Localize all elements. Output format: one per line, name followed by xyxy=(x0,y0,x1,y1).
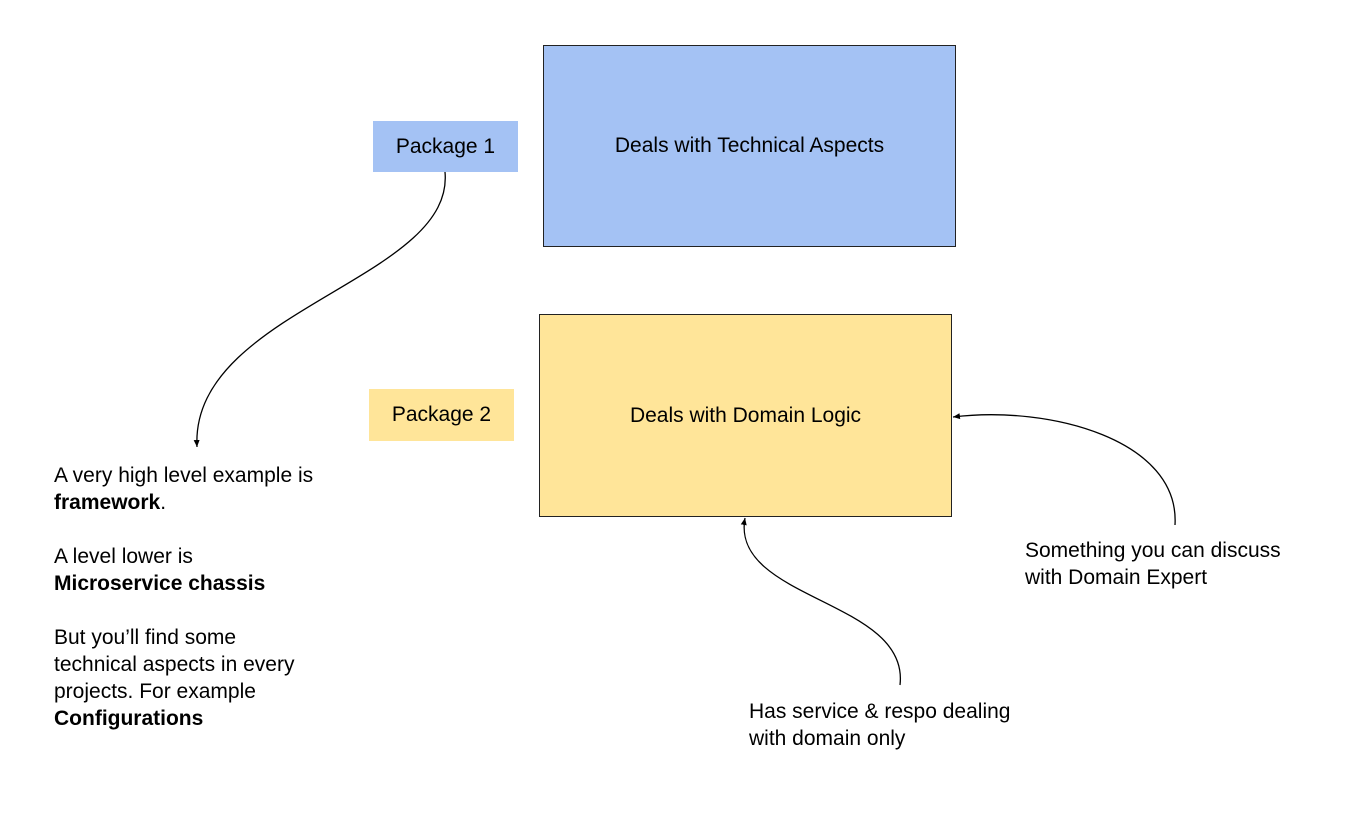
arrow-package1-to-note xyxy=(193,171,446,448)
note-line: framework. xyxy=(54,491,167,514)
configurations-term: Configurations xyxy=(54,707,204,730)
note-line: technical aspects in every xyxy=(54,653,295,676)
note-line: Configurations xyxy=(54,705,374,732)
package-1-label[interactable]: Package 1 xyxy=(373,121,518,172)
technical-examples-note: A very high level example is framework. … xyxy=(54,462,374,732)
package-1-text: Package 1 xyxy=(395,134,496,158)
package-2-label[interactable]: Package 2 xyxy=(369,389,514,441)
note-line: with Domain Expert xyxy=(1025,566,1208,589)
note-line: Something you can discuss xyxy=(1025,539,1281,562)
note-line: with domain only xyxy=(749,727,906,750)
note-line: projects. For example xyxy=(54,680,256,703)
domain-expert-note: Something you can discuss with Domain Ex… xyxy=(1025,537,1355,591)
technical-aspects-box[interactable]: Deals with Technical Aspects xyxy=(543,45,956,247)
note-line: But you’ll find some xyxy=(54,626,237,649)
framework-term: framework xyxy=(54,491,161,514)
note-line: A very high level example is xyxy=(54,464,314,487)
note-line: Has service & respo dealing xyxy=(749,700,1011,723)
note-line: Microservice chassis xyxy=(54,570,374,597)
domain-logic-box[interactable]: Deals with Domain Logic xyxy=(539,314,952,517)
package-2-text: Package 2 xyxy=(391,403,492,426)
technical-aspects-text: Deals with Technical Aspects xyxy=(614,134,885,157)
service-repo-note: Has service & respo dealing with domain … xyxy=(749,698,1079,752)
arrow-bottom-note-to-domain-box xyxy=(740,517,901,686)
note-line: A level lower is xyxy=(54,545,193,568)
arrow-right-note-to-domain-box xyxy=(952,413,1176,526)
microservice-chassis-term: Microservice chassis xyxy=(54,572,266,595)
domain-logic-text: Deals with Domain Logic xyxy=(629,403,862,427)
